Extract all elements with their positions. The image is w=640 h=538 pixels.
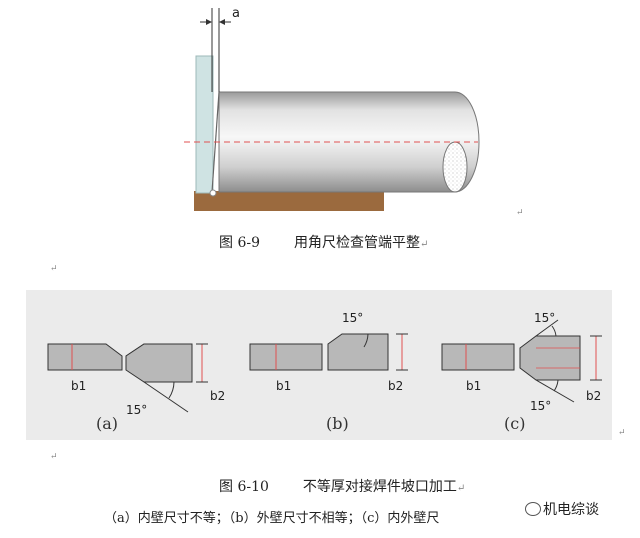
plate-c-thick [519, 335, 581, 381]
plate-a-thin [47, 343, 123, 371]
figure-6-10-caption: 图 6-10 不等厚对接焊件坡口加工↵ [219, 476, 465, 496]
square-ruler [195, 55, 214, 194]
label-b2: b2 [586, 389, 601, 403]
return-mark: ↵ [618, 428, 626, 438]
label-15deg: 15° [534, 311, 555, 325]
figure-6-9-caption: 图 6-9 用角尺检查管端平整↵ [219, 232, 428, 252]
angle-arc-b [363, 333, 369, 348]
return-mark: ↵ [516, 208, 524, 218]
label-b2: b2 [210, 389, 225, 403]
watermark-text: 机电综谈 [543, 502, 599, 518]
pipe-square-diagram: a [184, 6, 480, 211]
caption-number: 图 6-9 [219, 235, 260, 251]
plate-a-thick-bevel [125, 343, 193, 383]
bevel-diagram-panel: b1 b2 15° b1 b2 15° [26, 290, 612, 440]
return-mark: ↵ [420, 239, 429, 250]
arrowhead-left [206, 19, 212, 25]
label-15deg: 15° [530, 399, 551, 413]
return-mark: ↵ [50, 452, 58, 462]
label-a: a [232, 6, 240, 21]
label-b1: b1 [71, 379, 86, 393]
base-plate [194, 191, 384, 211]
bevel-diagrams: b1 b2 15° b1 b2 15° [47, 311, 602, 417]
label-15deg: 15° [126, 403, 147, 417]
pipe-cut-face [442, 141, 468, 193]
label-b1: b1 [466, 379, 481, 393]
label-b1: b1 [276, 379, 291, 393]
sub-label-c: (c) [504, 414, 526, 433]
arrowhead-right [219, 19, 225, 25]
sub-label-a: (a) [96, 414, 119, 433]
caption-text: 用角尺检查管端平整 [294, 235, 420, 251]
plate-b-thick [327, 333, 389, 371]
description-line: （a）内壁尺寸不等；（b）外壁尺寸不相等；（c）内外壁尺 [104, 511, 440, 526]
angle-arc-a [168, 381, 175, 399]
label-15deg: 15° [342, 311, 363, 325]
caption-text: 不等厚对接焊件坡口加工 [302, 479, 457, 495]
angle-ray-c-top [535, 319, 559, 337]
sub-label-b: (b) [326, 414, 349, 433]
return-mark: ↵ [50, 264, 58, 274]
caption-number: 图 6-10 [219, 479, 269, 495]
watermark: 机电综谈 [523, 498, 602, 520]
angle-arc-c-bot [553, 379, 559, 392]
return-mark: ↵ [456, 483, 466, 494]
plate-b-thin [249, 343, 323, 371]
angle-ray-c-bot [535, 379, 575, 403]
contact-point [209, 189, 217, 197]
angle-arc-c-top [551, 325, 557, 337]
label-b2: b2 [388, 379, 403, 393]
angle-ray-a [143, 381, 189, 413]
plate-c-thin [441, 343, 515, 371]
chat-bubble-icon [525, 502, 541, 516]
